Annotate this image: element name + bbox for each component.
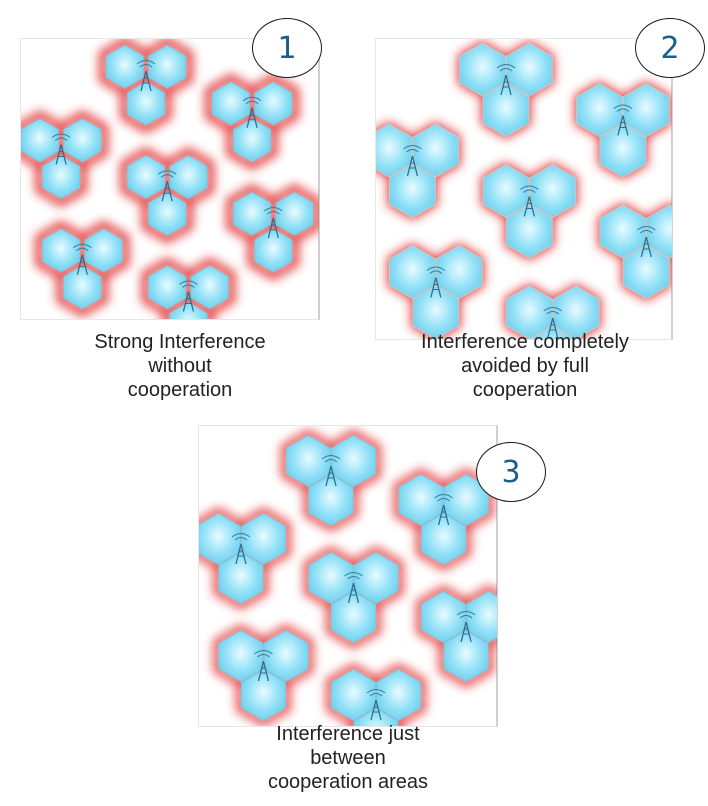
- caption-line: Interference completely: [380, 330, 670, 354]
- caption-line: avoided by full: [380, 354, 670, 378]
- panel-number-badge: 1: [252, 18, 322, 78]
- caption-line: cooperation areas: [198, 770, 498, 794]
- panel-caption: Interference just between cooperation ar…: [198, 722, 498, 794]
- cell-grid-strong-interference: [21, 39, 319, 319]
- caption-line: without: [20, 354, 340, 378]
- cell-grid-full-cooperation: [376, 39, 672, 339]
- diagram-panel-1: [20, 38, 320, 320]
- caption-line: Interference just: [198, 722, 498, 746]
- caption-line: Strong Interference: [20, 330, 340, 354]
- caption-line: cooperation: [20, 378, 340, 402]
- panel-caption: Interference completely avoided by full …: [380, 330, 670, 402]
- panel-number-badge: 3: [476, 442, 546, 502]
- panel-caption: Strong Interference without cooperation: [20, 330, 340, 402]
- caption-line: cooperation: [380, 378, 670, 402]
- cell-grid-cooperation-areas: [199, 426, 497, 726]
- diagram-panel-3: [198, 425, 498, 727]
- panel-number-badge: 2: [635, 18, 705, 78]
- caption-line: between: [198, 746, 498, 770]
- diagram-panel-2: [375, 38, 673, 340]
